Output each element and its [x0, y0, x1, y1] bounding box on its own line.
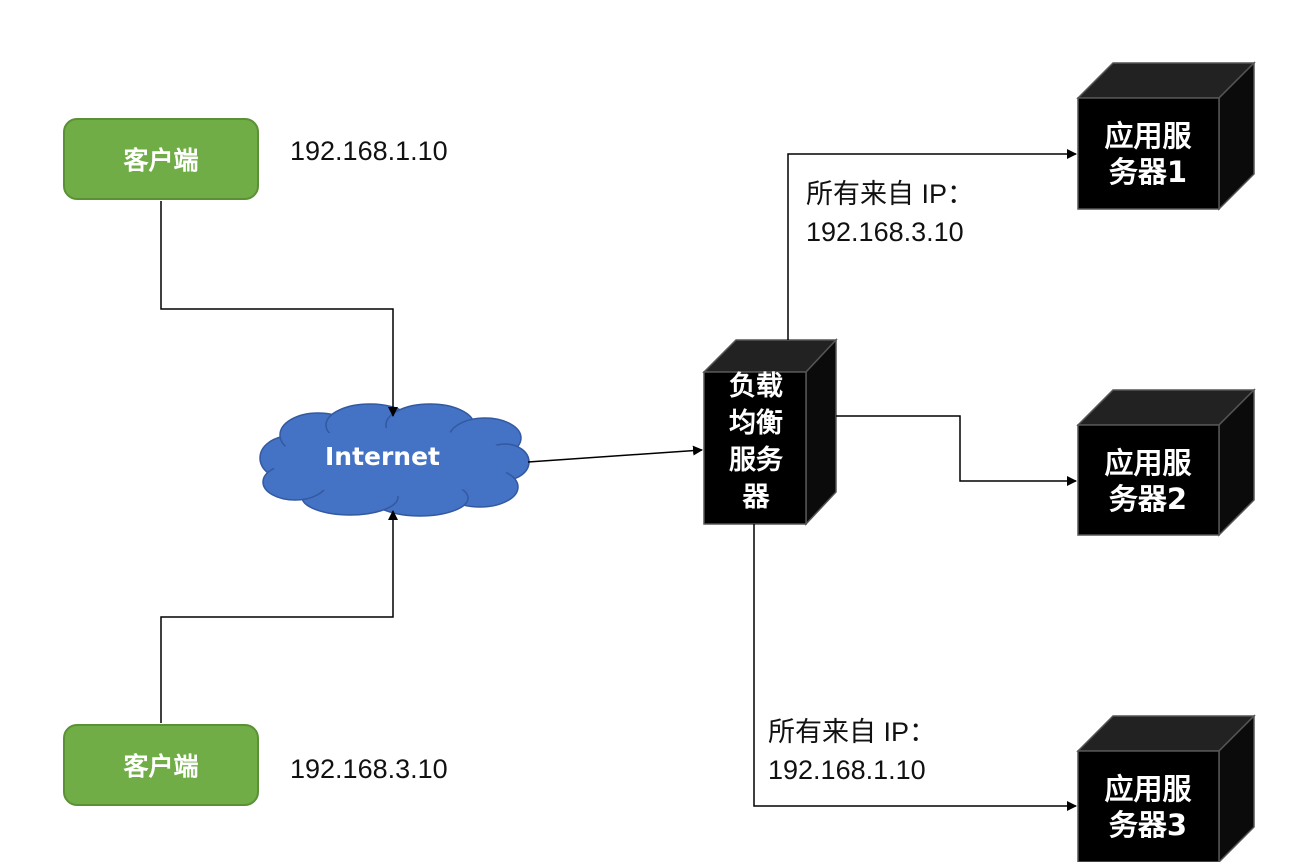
client-2-label: 客户端: [123, 752, 199, 781]
client-1-label: 客户端: [123, 146, 199, 175]
connector-internet-loadbalancer: [527, 445, 703, 463]
connector-client2-internet: [160, 510, 398, 723]
routing-note-top-line-2: 192.168.3.10: [806, 217, 964, 247]
routing-note-bottom-line-2: 192.168.1.10: [768, 755, 926, 785]
app-server-1-label-line-2: 务器1: [1108, 155, 1188, 189]
app-server-1-label: 应用服 务器1: [1078, 118, 1218, 190]
app-server-2-icon: [1076, 388, 1256, 537]
connector-client1-internet: [160, 201, 398, 417]
routing-note-top: 所有来自 IP： 192.168.3.10: [806, 175, 974, 251]
connector-loadbalancer-app1: [787, 149, 1077, 340]
load-balancer-server-icon: [702, 338, 838, 526]
client-1-ip: 192.168.1.10: [290, 136, 448, 166]
routing-note-top-line-1: 所有来自 IP：: [806, 179, 975, 209]
app-server-3-label: 应用服 务器3: [1078, 771, 1218, 843]
app-server-1-label-line-1: 应用服: [1104, 119, 1192, 153]
load-balancer-label-line-4: 器: [742, 482, 770, 513]
client-node-1: 客户端: [63, 118, 259, 200]
routing-note-bottom: 所有来自 IP： 192.168.1.10: [768, 713, 936, 789]
load-balancer-label-line-3: 服务: [729, 445, 783, 476]
load-balancer-label-line-2: 均衡: [729, 408, 783, 439]
load-balancer-label: 负载 均衡 服务 器: [706, 368, 806, 516]
app-server-2-label: 应用服 务器2: [1078, 445, 1218, 517]
app-server-2-label-line-1: 应用服: [1104, 446, 1192, 480]
app-server-3-label-line-2: 务器3: [1108, 808, 1188, 842]
connector-loadbalancer-app2: [836, 415, 1077, 486]
app-server-3-label-line-1: 应用服: [1104, 772, 1192, 806]
app-server-3-icon: [1076, 714, 1256, 862]
app-server-2-label-line-2: 务器2: [1108, 482, 1188, 516]
client-2-ip: 192.168.3.10: [290, 754, 448, 784]
connector-loadbalancer-app3: [753, 524, 1077, 811]
load-balancer-label-line-1: 负载: [729, 371, 783, 402]
app-server-1-icon: [1076, 61, 1256, 211]
client-node-2: 客户端: [63, 724, 259, 806]
internet-cloud-icon: [259, 403, 530, 517]
routing-note-bottom-line-1: 所有来自 IP：: [768, 717, 937, 747]
internet-label: Internet: [324, 442, 441, 471]
